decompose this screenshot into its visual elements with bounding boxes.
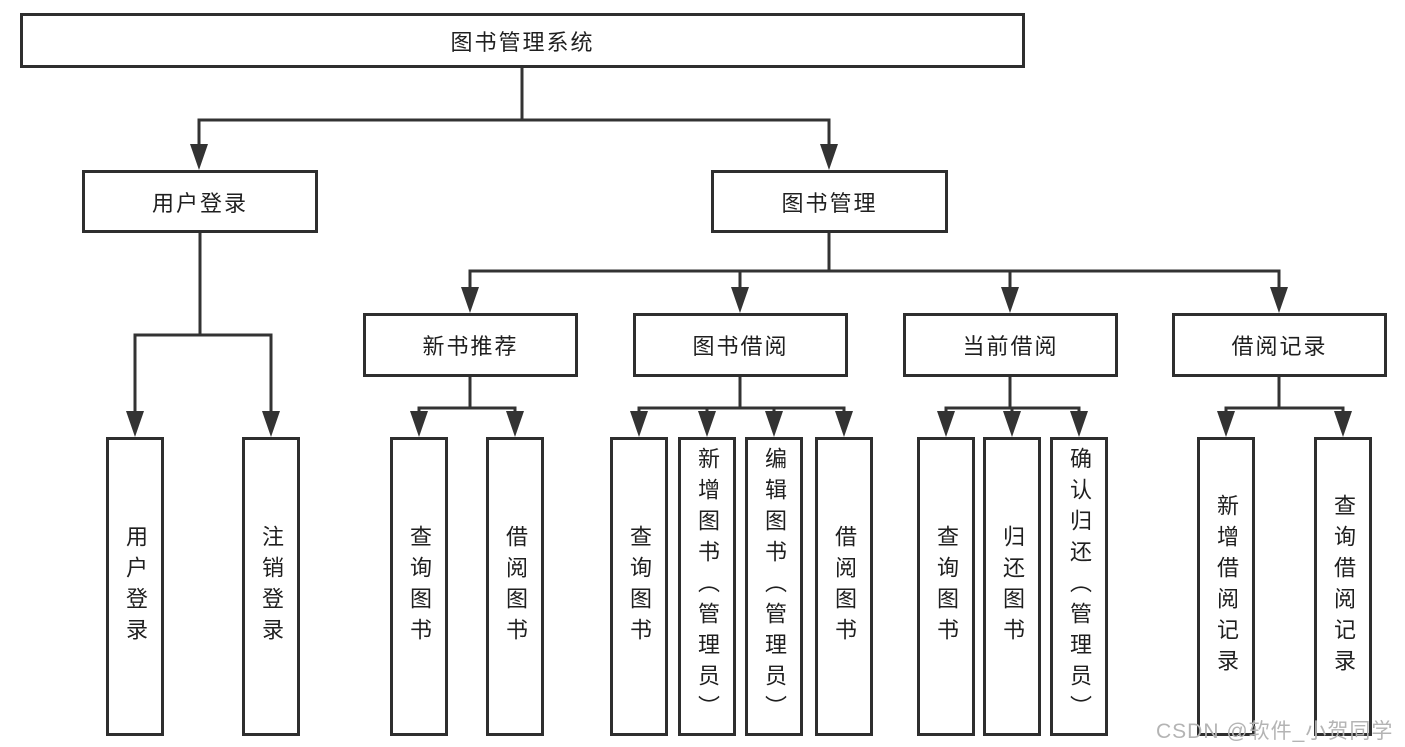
node-book-borrowing: 图书借阅 bbox=[633, 313, 848, 377]
leaf-label: 借阅图书 bbox=[832, 524, 857, 649]
node-borrowing-records: 借阅记录 bbox=[1172, 313, 1387, 377]
leaf-label: 注销登录 bbox=[259, 524, 284, 649]
node-leaf-add-borrow-record: 新增借阅记录 bbox=[1197, 437, 1255, 736]
node-leaf-query-borrow-record: 查询借阅记录 bbox=[1314, 437, 1372, 736]
csdn-watermark: CSDN @软件_小贺同学 bbox=[1156, 720, 1394, 743]
node-leaf-return-books: 归还图书 bbox=[983, 437, 1041, 736]
node-leaf-borrow-books: 借阅图书 bbox=[815, 437, 873, 736]
node-user-login: 用户登录 bbox=[82, 170, 318, 233]
node-new-book-recommendation: 新书推荐 bbox=[363, 313, 578, 377]
node-leaf-query-books-recommend: 查询图书 bbox=[390, 437, 448, 736]
leaf-label: 借阅图书 bbox=[503, 524, 528, 649]
node-current-borrowing: 当前借阅 bbox=[903, 313, 1118, 377]
node-leaf-logout: 注销登录 bbox=[242, 437, 300, 736]
node-leaf-edit-books-admin: 编辑图书（管理员） bbox=[745, 437, 803, 736]
leaf-label: 新增借阅记录 bbox=[1214, 493, 1239, 680]
leaf-label: 查询图书 bbox=[407, 524, 432, 649]
node-leaf-query-books-borrow: 查询图书 bbox=[610, 437, 668, 736]
leaf-label: 查询图书 bbox=[627, 524, 652, 649]
leaf-label: 编辑图书（管理员） bbox=[762, 447, 787, 726]
leaf-label: 归还图书 bbox=[1000, 524, 1025, 649]
node-leaf-query-books-current: 查询图书 bbox=[917, 437, 975, 736]
node-leaf-add-books-admin: 新增图书（管理员） bbox=[678, 437, 736, 736]
leaf-label: 新增图书（管理员） bbox=[695, 447, 720, 726]
node-leaf-user-login: 用户登录 bbox=[106, 437, 164, 736]
leaf-label: 查询借阅记录 bbox=[1331, 493, 1356, 680]
node-book-management: 图书管理 bbox=[711, 170, 948, 233]
leaf-label: 用户登录 bbox=[123, 524, 148, 649]
node-leaf-borrow-books-recommend: 借阅图书 bbox=[486, 437, 544, 736]
node-leaf-confirm-return-admin: 确认归还（管理员） bbox=[1050, 437, 1108, 736]
leaf-label: 确认归还（管理员） bbox=[1067, 447, 1092, 726]
leaf-label: 查询图书 bbox=[934, 524, 959, 649]
node-library-management-system: 图书管理系统 bbox=[20, 13, 1025, 68]
